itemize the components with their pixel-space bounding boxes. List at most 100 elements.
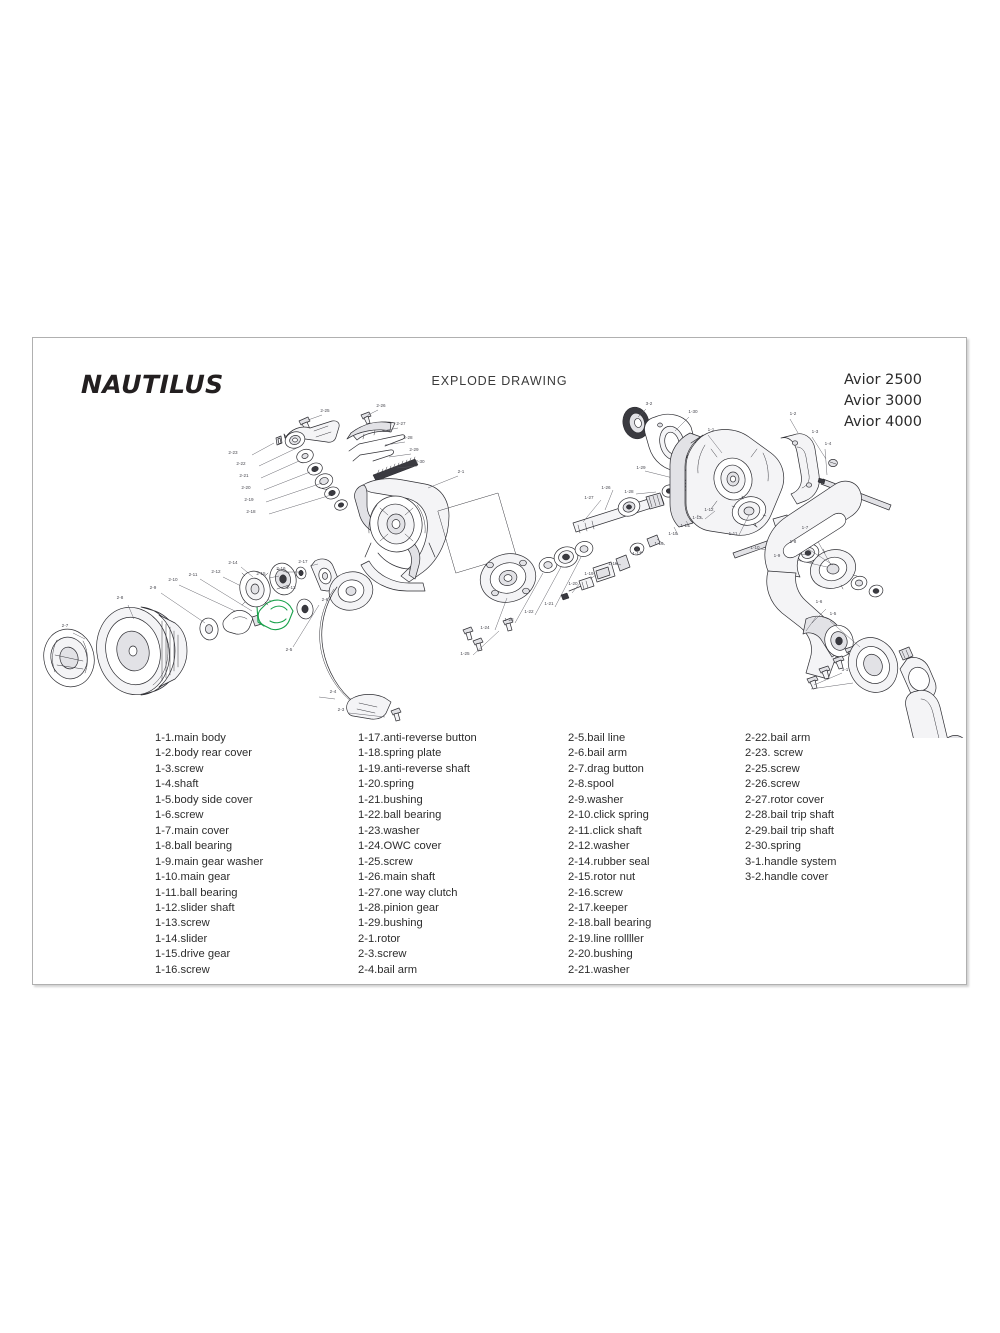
callout-label: 2-4 bbox=[330, 689, 337, 694]
callout-label: 1-8 bbox=[790, 539, 797, 544]
owc-assembly bbox=[437, 492, 594, 656]
callout-label: 3-1 bbox=[842, 667, 849, 672]
drawing-sheet: NAUTILUS EXPLODE DRAWING Avior 2500 Avio… bbox=[32, 337, 967, 985]
part-entry: 2-12.washer bbox=[568, 840, 630, 853]
part-entry: 2-28.bail trip shaft bbox=[745, 809, 834, 822]
part-entry: 1-25.screw bbox=[358, 855, 413, 868]
part-entry: 1-8.ball bearing bbox=[155, 840, 233, 853]
part-entry: 1-22.ball bearing bbox=[358, 809, 442, 822]
part-entry: 1-14.slider bbox=[155, 932, 208, 945]
callout-label: 1-27 bbox=[584, 495, 594, 500]
part-entry: 1-6.screw bbox=[155, 809, 204, 822]
part-entry: 1-5.body side cover bbox=[155, 793, 253, 806]
callout-label: 1-30 bbox=[688, 409, 698, 414]
body-assembly bbox=[622, 406, 892, 536]
part-entry: 1-3.screw bbox=[155, 762, 204, 775]
callout-label: 1-1 bbox=[708, 427, 715, 432]
callout-label: 1-23 bbox=[504, 617, 514, 622]
callout-label: 2-14 bbox=[228, 560, 238, 565]
callout-label: 2-3 bbox=[338, 707, 345, 712]
callout-label: 2-19 bbox=[244, 497, 254, 502]
callout-label: 2-5 bbox=[286, 647, 293, 652]
part-entry: 2-15.rotor nut bbox=[568, 871, 636, 884]
callout-label: 1-24 bbox=[480, 625, 490, 630]
callout-label: 2-9 bbox=[150, 585, 157, 590]
part-entry: 2-17.keeper bbox=[568, 901, 628, 914]
callout-label: 2-15 bbox=[256, 571, 266, 576]
callout-label: 2-7 bbox=[62, 623, 69, 628]
part-entry: 2-29.bail trip shaft bbox=[745, 824, 834, 837]
model-list: Avior 2500 Avior 3000 Avior 4000 bbox=[844, 370, 922, 433]
callout-label: 2-17 bbox=[298, 559, 308, 564]
part-entry: 1-12.slider shaft bbox=[155, 901, 235, 914]
callout-label: 1-9 bbox=[774, 553, 781, 558]
part-entry: 2-23. screw bbox=[745, 747, 803, 760]
part-entry: 2-26.screw bbox=[745, 778, 800, 791]
part-entry: 1-20.spring bbox=[358, 778, 414, 791]
callout-label: 1-20 bbox=[568, 581, 578, 586]
part-entry: 2-6.bail arm bbox=[568, 747, 628, 760]
callout-label: 2-29 bbox=[409, 447, 419, 452]
callout-label: 2-8 bbox=[117, 595, 124, 600]
part-entry: 3-2.handle cover bbox=[745, 871, 829, 884]
callout-label: 2-28 bbox=[403, 435, 413, 440]
part-entry: 1-16.screw bbox=[155, 963, 210, 976]
part-entry: 1-13.screw bbox=[155, 917, 210, 930]
callout-label: 1-18 bbox=[608, 561, 618, 566]
callout-label: 2-22 bbox=[236, 461, 246, 466]
part-entry: 1-19.anti-reverse shaft bbox=[358, 762, 470, 775]
part-entry: 1-11.ball bearing bbox=[155, 886, 238, 899]
rotor-assembly bbox=[346, 409, 459, 592]
screw-group bbox=[462, 617, 514, 652]
callout-label: 1-28 bbox=[624, 489, 634, 494]
part-entry: 1-18.spring plate bbox=[358, 747, 442, 760]
callout-label: 2-27 bbox=[396, 421, 406, 426]
part-entry: 2-7.drag button bbox=[568, 762, 644, 775]
part-entry: 2-19.line rollller bbox=[568, 932, 644, 945]
callout-label: 1-29 bbox=[636, 465, 646, 470]
callout-label: 2-23 bbox=[228, 450, 238, 455]
part-entry: 2-8.spool bbox=[568, 778, 615, 791]
callout-label: 1-2 bbox=[790, 411, 797, 416]
part-entry: 1-15.drive gear bbox=[155, 948, 231, 961]
part-entry: 1-1.main body bbox=[155, 732, 226, 744]
callout-label: 2-18 bbox=[246, 509, 256, 514]
part-entry: 2-27.rotor cover bbox=[745, 793, 824, 806]
side-cover-handle-assembly bbox=[764, 480, 964, 738]
parts-column-4: 2-22.bail arm 2-23. screw 2-25.screw 2-26.s… bbox=[745, 731, 925, 971]
callout-label: 1-12 bbox=[704, 507, 714, 512]
screw-group-1-6 bbox=[806, 645, 857, 690]
part-entry: 2-22.bail arm bbox=[745, 732, 811, 744]
spring-coil bbox=[372, 456, 419, 482]
part-entry: 1-27.one way clutch bbox=[358, 886, 458, 899]
part-entry: 3-1.handle system bbox=[745, 855, 837, 868]
part-entry: 1-21.bushing bbox=[358, 793, 423, 806]
callout-label: 1-26 bbox=[601, 485, 611, 490]
callout-label: 2-11 bbox=[189, 572, 198, 577]
callout-label: 1-13 bbox=[692, 515, 702, 520]
part-entry: 2-16.screw bbox=[568, 886, 623, 899]
part-entry: 1-17.anti-reverse button bbox=[358, 732, 477, 744]
callout-label: 1-6 bbox=[816, 599, 823, 604]
callout-label: 2-20 bbox=[241, 485, 251, 490]
callout-label: 1-21 bbox=[544, 601, 554, 606]
callout-label: 3-2 bbox=[646, 401, 653, 406]
callout-label: 1-7 bbox=[802, 525, 809, 530]
part-entry: 2-25.screw bbox=[745, 762, 800, 775]
callout-label: 1-17 bbox=[632, 551, 642, 556]
part-entry: 2-21.washer bbox=[568, 963, 630, 976]
callout-label: 2-21 bbox=[239, 473, 249, 478]
part-entry: 1-4.shaft bbox=[155, 778, 199, 791]
model-name: Avior 4000 bbox=[843, 414, 922, 430]
callout-label: 1-3 bbox=[812, 429, 819, 434]
part-entry: 1-24.OWC cover bbox=[358, 840, 442, 853]
part-entry: 1-28.pinion gear bbox=[358, 901, 439, 914]
callout-label: 1-15 bbox=[668, 531, 678, 536]
callout-label: 1-22 bbox=[524, 609, 534, 614]
rotor-nut-assembly bbox=[239, 558, 339, 608]
page-title: EXPLODE DRAWING bbox=[431, 374, 568, 388]
